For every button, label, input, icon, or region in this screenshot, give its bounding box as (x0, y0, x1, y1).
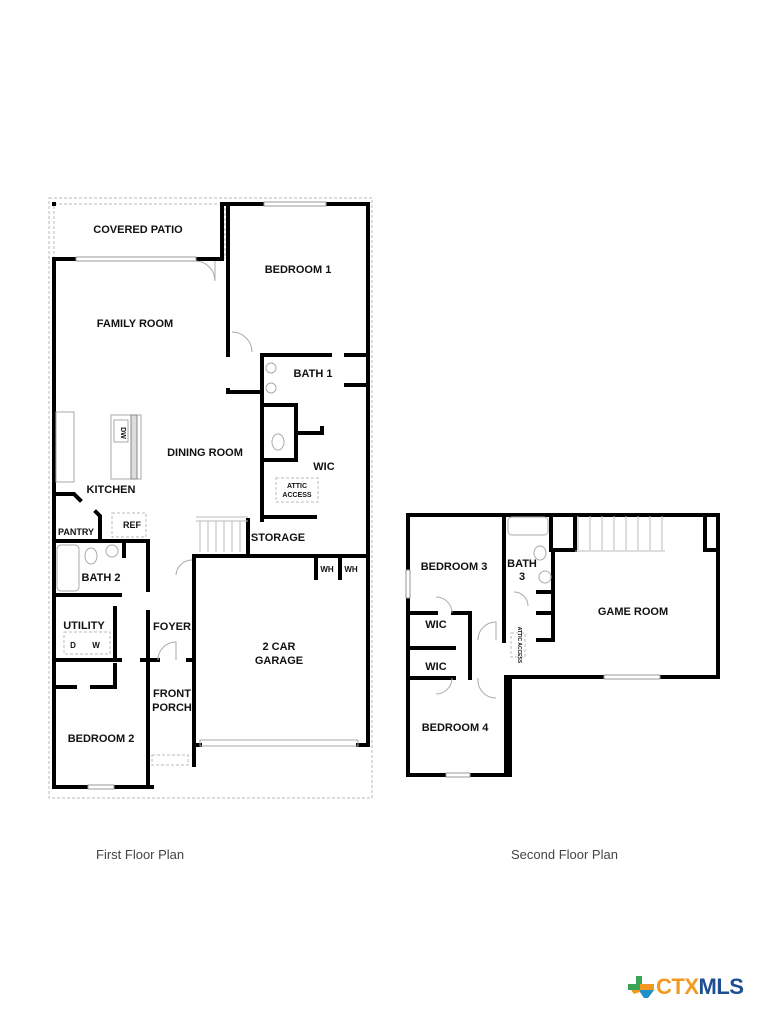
label-bedroom-3: BEDROOM 3 (421, 561, 488, 573)
label-access: ACCESS (282, 492, 312, 499)
label-utility: UTILITY (63, 620, 105, 632)
label-ref: REF (123, 520, 142, 530)
label-water-heater-2: WH (344, 565, 358, 574)
label-bath-1: BATH 1 (294, 368, 333, 380)
second-floor-caption: Second Floor Plan (511, 847, 618, 862)
label-game-room: GAME ROOM (598, 606, 668, 618)
label-bedroom-1: BEDROOM 1 (265, 264, 332, 276)
label-washer: W (92, 641, 100, 650)
label-pantry: PANTRY (58, 527, 94, 537)
label-attic-access-2: ATTIC ACCESS (516, 627, 522, 664)
label-bedroom-4: BEDROOM 4 (422, 722, 490, 734)
label-family-room: FAMILY ROOM (97, 318, 173, 330)
label-dryer: D (70, 641, 76, 650)
first-floor-plan (48, 197, 373, 799)
label-foyer: FOYER (153, 621, 191, 633)
label-bath-3-1: BATH (507, 558, 537, 570)
label-storage: STORAGE (251, 532, 305, 544)
label-wic-a: WIC (425, 619, 446, 631)
label-kitchen: KITCHEN (87, 484, 136, 496)
label-garage-1: 2 CAR (262, 641, 295, 653)
label-front-porch-1: FRONT (153, 688, 191, 700)
label-bath-2: BATH 2 (82, 572, 121, 584)
second-floor-plan (405, 513, 720, 778)
label-dishwasher: DW (119, 427, 126, 439)
label-covered-patio: COVERED PATIO (93, 224, 183, 236)
label-wic: WIC (313, 461, 334, 473)
label-bedroom-2: BEDROOM 2 (68, 733, 135, 745)
first-floor-caption: First Floor Plan (96, 847, 185, 862)
label-dining-room: DINING ROOM (167, 447, 243, 459)
logo-ctx: CTX (656, 974, 699, 999)
texas-icon (628, 976, 654, 998)
label-wic-b: WIC (425, 661, 446, 673)
label-bath-3-2: 3 (519, 571, 525, 583)
logo-mls: MLS (698, 974, 744, 999)
label-garage-2: GARAGE (255, 655, 303, 667)
label-front-porch-2: PORCH (152, 702, 192, 714)
label-water-heater-1: WH (320, 565, 334, 574)
label-attic: ATTIC (287, 483, 307, 490)
